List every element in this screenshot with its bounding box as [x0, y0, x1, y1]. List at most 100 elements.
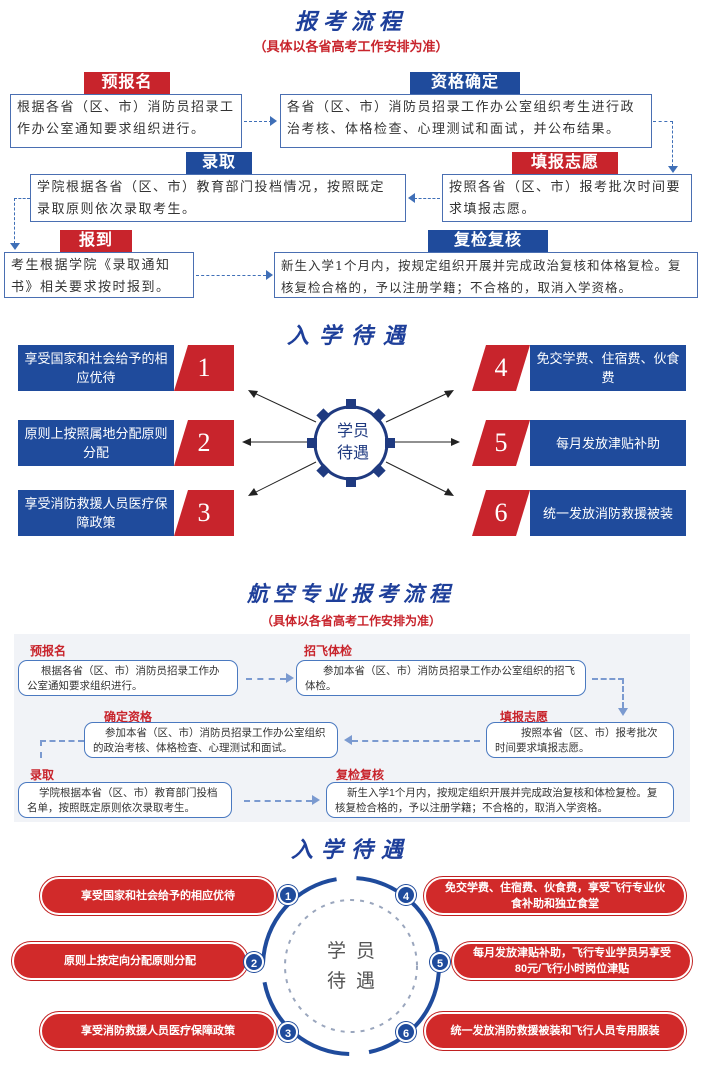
arrow-head [344, 735, 352, 745]
arrow-line [251, 391, 317, 423]
ring-center-label: 学员 待遇 [289, 922, 413, 1012]
benefit-item-4: 4 免交学费、住宿费、伙食费 [472, 345, 686, 391]
benefit-dot-4: 4 [396, 885, 416, 905]
tag-fill: 填报志愿 [512, 152, 618, 174]
arrow-head [668, 166, 678, 173]
step-fill-text: 按照本省（区、市）报考批次时间要求填报志愿。 [486, 722, 674, 758]
arrow-line [40, 740, 84, 742]
arrow-line [414, 198, 440, 199]
arrow-line [246, 678, 286, 680]
center-label-line2: 待遇 [326, 971, 385, 992]
benefit-text: 每月发放津贴补助 [530, 420, 686, 466]
label-qualify: 确定资格 [104, 710, 153, 724]
arrow-head [10, 243, 20, 250]
benefit-dot-6: 6 [396, 1022, 416, 1042]
gear-center-label: 学员 待遇 [312, 402, 394, 484]
benefit-item-2: 原则上按照属地分配原则分配 2 [18, 420, 234, 466]
benefit-number: 2 [174, 420, 234, 466]
aviation-benefit-5: 每月发放津贴补助，飞行专业学员另享受80元/飞行小时岗位津贴 [452, 942, 692, 980]
benefit-item-5: 5 每月发放津贴补助 [472, 420, 686, 466]
step-recheck-text: 新生入学1个月内，按规定组织开展并完成政治复核和体格复检。复核复检合格的，予以注… [274, 252, 698, 298]
step-qualify-text: 各省（区、市）消防员招录工作办公室组织考生进行政治考核、体格检查、心理测试和面试… [280, 94, 652, 148]
center-label-line1: 学员 [326, 941, 385, 962]
aviation-flow-subtitle: （具体以各省高考工作安排为准） [260, 614, 441, 628]
arrow-line [653, 121, 673, 122]
benefit-dot-2: 2 [244, 952, 264, 972]
benefit-gear-diagram [242, 390, 460, 496]
arrow-line [196, 275, 266, 276]
center-label-line2: 待遇 [336, 445, 369, 462]
step-recheck-text: 新生入学1个月内，按规定组织开展并完成政治复核和体检复检。复核复检合格的，予以注… [326, 782, 674, 818]
arrow-line [40, 740, 42, 758]
aviation-benefits-title: 入学待遇 [290, 837, 411, 863]
tag-prereg: 预报名 [84, 72, 170, 94]
arrow-line [251, 461, 317, 495]
arrow-head [248, 390, 258, 398]
label-fill: 填报志愿 [500, 710, 549, 724]
flow-title: 报考流程 [294, 9, 407, 35]
tag-recheck: 复检复核 [428, 230, 548, 252]
benefit-dot-1: 1 [278, 885, 298, 905]
center-label-line1: 学员 [336, 423, 369, 440]
benefit-item-1: 享受国家和社会给予的相应优待 1 [18, 345, 234, 391]
aviation-benefit-6: 统一发放消防救援被装和飞行人员专用服装 [424, 1012, 686, 1050]
arrow-line [14, 198, 30, 199]
aviation-benefit-2: 原则上按定向分配原则分配 [12, 942, 248, 980]
arrow-line [244, 800, 312, 802]
tag-admit: 录取 [186, 152, 252, 174]
aviation-benefit-3: 享受消防救援人员医疗保障政策 [40, 1012, 276, 1050]
arrow-head [248, 488, 258, 496]
arrow-line [622, 678, 624, 708]
arrow-head [242, 438, 251, 446]
arrow-head [312, 795, 320, 805]
flow-subtitle: （具体以各省高考工作安排为准） [253, 39, 449, 54]
benefit-item-3: 享受消防救援人员医疗保障政策 3 [18, 490, 234, 536]
arrow-head [286, 673, 294, 683]
arrow-head [618, 708, 628, 716]
arrow-line [385, 391, 451, 423]
tag-qualify: 资格确定 [410, 72, 520, 94]
benefit-number: 1 [174, 345, 234, 391]
label-flight-check: 招飞体检 [304, 644, 353, 658]
arrow-line [352, 740, 480, 742]
benefit-dot-5: 5 [430, 952, 450, 972]
aviation-flow-title: 航空专业报考流程 [247, 581, 455, 606]
step-qualify-text: 参加本省（区、市）消防员招录工作办公室组织的政治考核、体格检查、心理测试和面试。 [84, 722, 338, 758]
benefit-text: 统一发放消防救援被装 [530, 490, 686, 536]
benefit-dot-3: 3 [278, 1022, 298, 1042]
benefit-number: 5 [472, 420, 530, 466]
benefits-title: 入学待遇 [286, 323, 415, 349]
step-admit-text: 学院根据各省（区、市）教育部门投档情况，按照既定录取原则依次录取考生。 [30, 174, 406, 222]
benefit-number: 6 [472, 490, 530, 536]
benefit-text: 免交学费、住宿费、伙食费 [530, 345, 686, 391]
arrow-head [444, 390, 454, 398]
benefit-text: 享受消防救援人员医疗保障政策 [18, 490, 174, 536]
arrow-head [266, 270, 273, 280]
step-report-text: 考生根据学院《录取通知书》相关要求按时报到。 [4, 252, 194, 298]
tag-report: 报到 [60, 230, 132, 252]
arrow-line [592, 678, 624, 680]
arrow-line [672, 121, 673, 167]
arrow-head [408, 193, 415, 203]
benefit-number: 3 [174, 490, 234, 536]
step-flight-text: 参加本省（区、市）消防员招录工作办公室组织的招飞体检。 [296, 660, 586, 696]
label-recheck: 复检复核 [336, 768, 385, 782]
step-admit-text: 学院根据本省（区、市）教育部门投档名单，按照既定原则依次录取考生。 [18, 782, 232, 818]
arrow-head [270, 116, 277, 126]
step-prereg-text: 根据各省（区、市）消防员招录工作办公室通知要求组织进行。 [10, 94, 242, 148]
step-fill-text: 按照各省（区、市）报考批次时间要求填报志愿。 [442, 174, 692, 222]
aviation-benefit-4: 免交学费、住宿费、伙食费，享受飞行专业伙食补助和独立食堂 [424, 877, 686, 915]
arrow-head [451, 438, 460, 446]
benefit-item-6: 6 统一发放消防救援被装 [472, 490, 686, 536]
inner-ring [284, 899, 418, 1033]
aviation-benefit-1: 享受国家和社会给予的相应优待 [40, 877, 276, 915]
benefit-number: 4 [472, 345, 530, 391]
arrow-line [14, 198, 15, 244]
arrow-line [385, 461, 451, 495]
label-prereg: 预报名 [30, 644, 67, 658]
step-prereg-text: 根据各省（区、市）消防员招录工作办公室通知要求组织进行。 [18, 660, 238, 696]
benefit-text: 原则上按照属地分配原则分配 [18, 420, 174, 466]
label-admit: 录取 [30, 768, 55, 782]
arrow-head [444, 488, 454, 496]
arrow-line [244, 121, 272, 122]
